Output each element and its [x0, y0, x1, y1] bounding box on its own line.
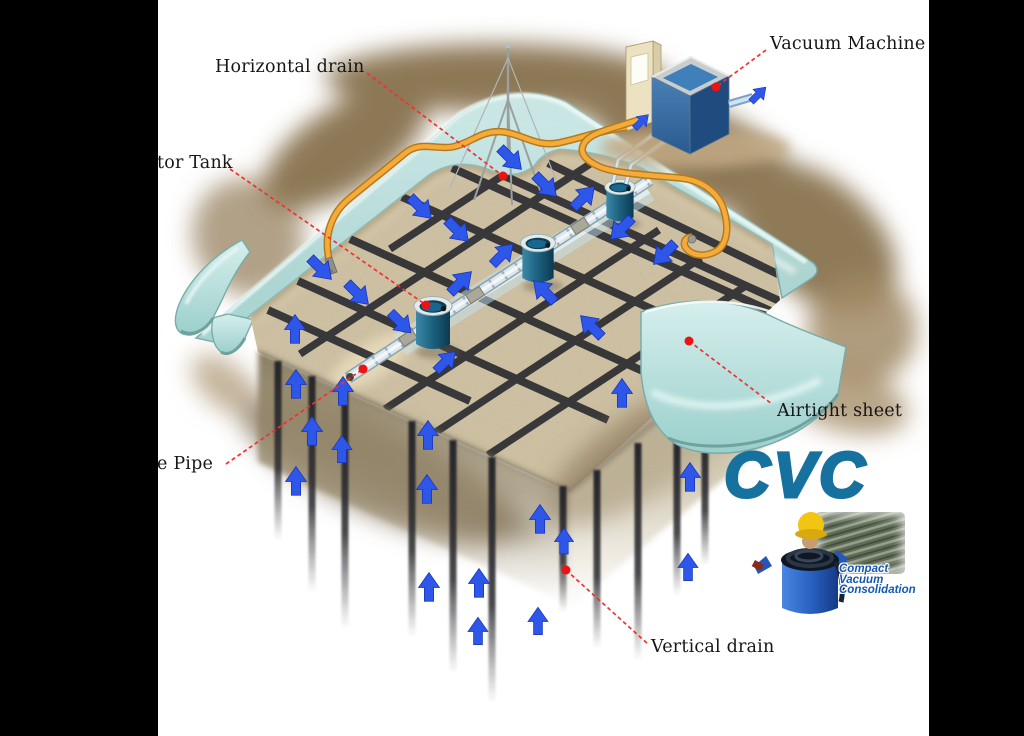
vacuum-machine-unit [600, 40, 790, 168]
separator-tank-3 [604, 178, 636, 222]
flow-arrow-icon [677, 552, 699, 581]
vertical-drains [274, 361, 709, 703]
separator-tank-1 [413, 296, 453, 350]
control-cabinet [624, 40, 663, 132]
logo-photo-collage [751, 504, 913, 614]
hose-nozzle-right [687, 234, 697, 244]
flow-arrow-icon [418, 572, 440, 602]
leader-airtight-sheet [688, 340, 773, 405]
illustration-canvas: Horizontal drain Vacuum Machine tor Tank… [157, 0, 929, 736]
flow-arrow-icon [468, 568, 490, 598]
tagline-line-2: Vacuum [839, 573, 884, 586]
label-pipe: e Pipe [157, 454, 214, 474]
discharge-pipe [727, 93, 755, 108]
label-airtight-sheet: Airtight sheet [777, 401, 903, 421]
flow-arrow-icon [527, 606, 549, 635]
cvc-logo-text: CVC [722, 438, 869, 513]
flow-arrow-icon [467, 616, 489, 645]
leader-vertical-drain [565, 569, 650, 646]
tagline-line-1: Compact [839, 563, 889, 575]
leader-vacuum-machine [715, 49, 767, 88]
label-vertical-drain: Vertical drain [651, 637, 775, 657]
leader-separator-tank [229, 168, 427, 306]
worker-with-tank-photo [751, 512, 848, 614]
leader-lines [225, 49, 773, 646]
separator-tank-2 [520, 233, 556, 284]
vacuum-hoses [323, 116, 731, 275]
leader-horizontal-drain [366, 72, 504, 177]
sheet-left-flap [174, 239, 254, 355]
cvc-consolidation-illustration [174, 40, 917, 703]
cvc-logo-tagline: Compact Vacuum Consolidation [839, 564, 916, 596]
label-separator-tank: tor Tank [157, 153, 233, 173]
label-vacuum-machine: Vacuum Machine [770, 34, 926, 54]
leader-dots [358, 82, 721, 575]
vacuum-water-tank [651, 55, 730, 155]
label-horizontal-drain: Horizontal drain [215, 57, 365, 77]
tagline-line-3: Consolidation [839, 584, 916, 596]
